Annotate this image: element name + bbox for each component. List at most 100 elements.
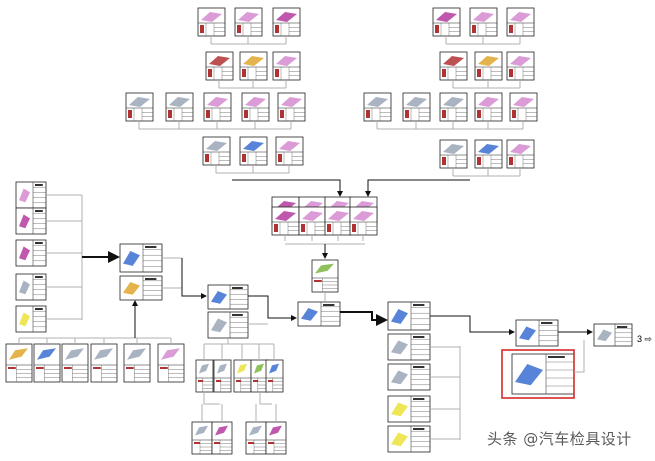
left-part-1 bbox=[15, 181, 47, 209]
bottom-center-part-1 bbox=[195, 359, 214, 393]
top-right-part-r3-2 bbox=[402, 92, 431, 122]
part-shape bbox=[391, 340, 408, 355]
part-shape bbox=[276, 56, 297, 66]
part-shape bbox=[207, 97, 228, 107]
bottom-left-part-1 bbox=[5, 343, 33, 383]
part-shape bbox=[199, 363, 209, 374]
part-shape bbox=[269, 363, 279, 374]
top-left-part-r4-1 bbox=[202, 136, 231, 166]
part-shape bbox=[37, 348, 56, 360]
top-left-part-r1-1 bbox=[197, 7, 226, 37]
part-shape bbox=[169, 97, 190, 107]
part-shape bbox=[65, 348, 84, 360]
page-marker: 3 ⇨ bbox=[637, 334, 652, 345]
part-shape bbox=[215, 425, 228, 436]
part-shape bbox=[443, 97, 464, 107]
top-right-part-r1-3 bbox=[506, 7, 535, 37]
top-right-part-r3-3 bbox=[439, 92, 468, 122]
part-shape bbox=[243, 141, 264, 151]
part-shape bbox=[243, 56, 264, 66]
part-shape bbox=[443, 56, 464, 66]
part-shape bbox=[237, 363, 247, 374]
page-number: 3 bbox=[637, 334, 643, 344]
top-right-part-r4-2 bbox=[474, 139, 503, 169]
part-shape bbox=[391, 402, 408, 417]
connector-line bbox=[574, 340, 585, 373]
part-shape bbox=[123, 282, 140, 295]
part-shape bbox=[406, 97, 427, 107]
center-part-4-sheet bbox=[349, 206, 378, 236]
top-right-part-r2-2 bbox=[474, 51, 503, 81]
main-center-assembly bbox=[297, 301, 341, 327]
part-shape bbox=[254, 363, 264, 374]
bottom-center-part-2 bbox=[213, 359, 232, 393]
part-shape bbox=[315, 263, 334, 274]
center-assembly-card bbox=[311, 259, 339, 293]
top-left-part-r2-2 bbox=[239, 51, 268, 81]
part-shape bbox=[513, 97, 534, 107]
flow-arrow-left-middle bbox=[181, 258, 207, 299]
part-shape bbox=[19, 280, 30, 295]
top-left-part-r3-1 bbox=[125, 92, 154, 122]
part-shape bbox=[211, 291, 227, 304]
part-shape bbox=[510, 56, 531, 66]
left-part-2 bbox=[15, 207, 47, 235]
part-shape bbox=[211, 318, 227, 333]
flow-arrow-main bbox=[340, 311, 388, 326]
top-right-part-r1-1 bbox=[432, 7, 461, 37]
flow-arrow-top-right bbox=[365, 179, 470, 197]
part-shape bbox=[19, 246, 30, 261]
connector-line bbox=[259, 392, 272, 405]
left-middle-assembly-2 bbox=[119, 275, 163, 301]
watermark: 头条 @汽车检具设计 bbox=[487, 430, 632, 448]
part-shape bbox=[279, 141, 300, 151]
left-part-3 bbox=[15, 239, 47, 267]
bottom-left-part-5 bbox=[123, 343, 151, 383]
part-shape bbox=[436, 12, 457, 22]
bottom-left-part-2 bbox=[33, 343, 61, 383]
bottom-center-subpart-3 bbox=[245, 421, 267, 455]
final-assembly-card bbox=[515, 319, 559, 347]
part-shape bbox=[597, 329, 612, 342]
bottom-left-part-3 bbox=[61, 343, 89, 383]
part-shape bbox=[195, 425, 208, 436]
part-shape bbox=[275, 211, 296, 221]
part-shape bbox=[510, 12, 531, 22]
right-part-4 bbox=[387, 425, 431, 453]
top-left-part-r3-5 bbox=[277, 92, 306, 122]
part-shape bbox=[129, 97, 150, 107]
part-shape bbox=[269, 425, 282, 436]
part-shape bbox=[353, 211, 374, 221]
flow-arrow-center-left bbox=[248, 295, 297, 321]
top-left-part-r4-2 bbox=[239, 136, 268, 166]
part-shape bbox=[478, 56, 499, 66]
top-left-part-r3-2 bbox=[165, 92, 194, 122]
right-assembly-main bbox=[387, 301, 431, 331]
part-shape bbox=[473, 12, 494, 22]
center-left-assembly-2 bbox=[207, 311, 249, 339]
next-arrow-icon: ⇨ bbox=[644, 334, 653, 344]
top-left-part-r3-4 bbox=[241, 92, 270, 122]
flow-arrow-right bbox=[430, 315, 515, 335]
part-shape bbox=[201, 12, 222, 22]
part-shape bbox=[161, 348, 180, 360]
part-shape bbox=[9, 348, 28, 360]
part-shape bbox=[519, 326, 536, 341]
part-shape bbox=[478, 144, 499, 154]
part-shape bbox=[510, 144, 531, 154]
bottom-center-part-4 bbox=[250, 359, 269, 393]
part-shape bbox=[391, 370, 408, 385]
flow-arrow-top-left bbox=[232, 179, 343, 197]
left-part-4 bbox=[15, 273, 47, 301]
part-shape bbox=[276, 12, 297, 22]
center-left-assembly-1 bbox=[207, 284, 249, 310]
right-part-2 bbox=[387, 363, 431, 391]
top-right-part-r3-4 bbox=[474, 92, 503, 122]
top-right-part-r2-1 bbox=[439, 51, 468, 81]
part-shape bbox=[238, 12, 259, 22]
part-shape bbox=[249, 425, 262, 436]
left-part-5 bbox=[15, 305, 47, 333]
part-shape bbox=[127, 348, 146, 360]
right-part-3 bbox=[387, 395, 431, 423]
